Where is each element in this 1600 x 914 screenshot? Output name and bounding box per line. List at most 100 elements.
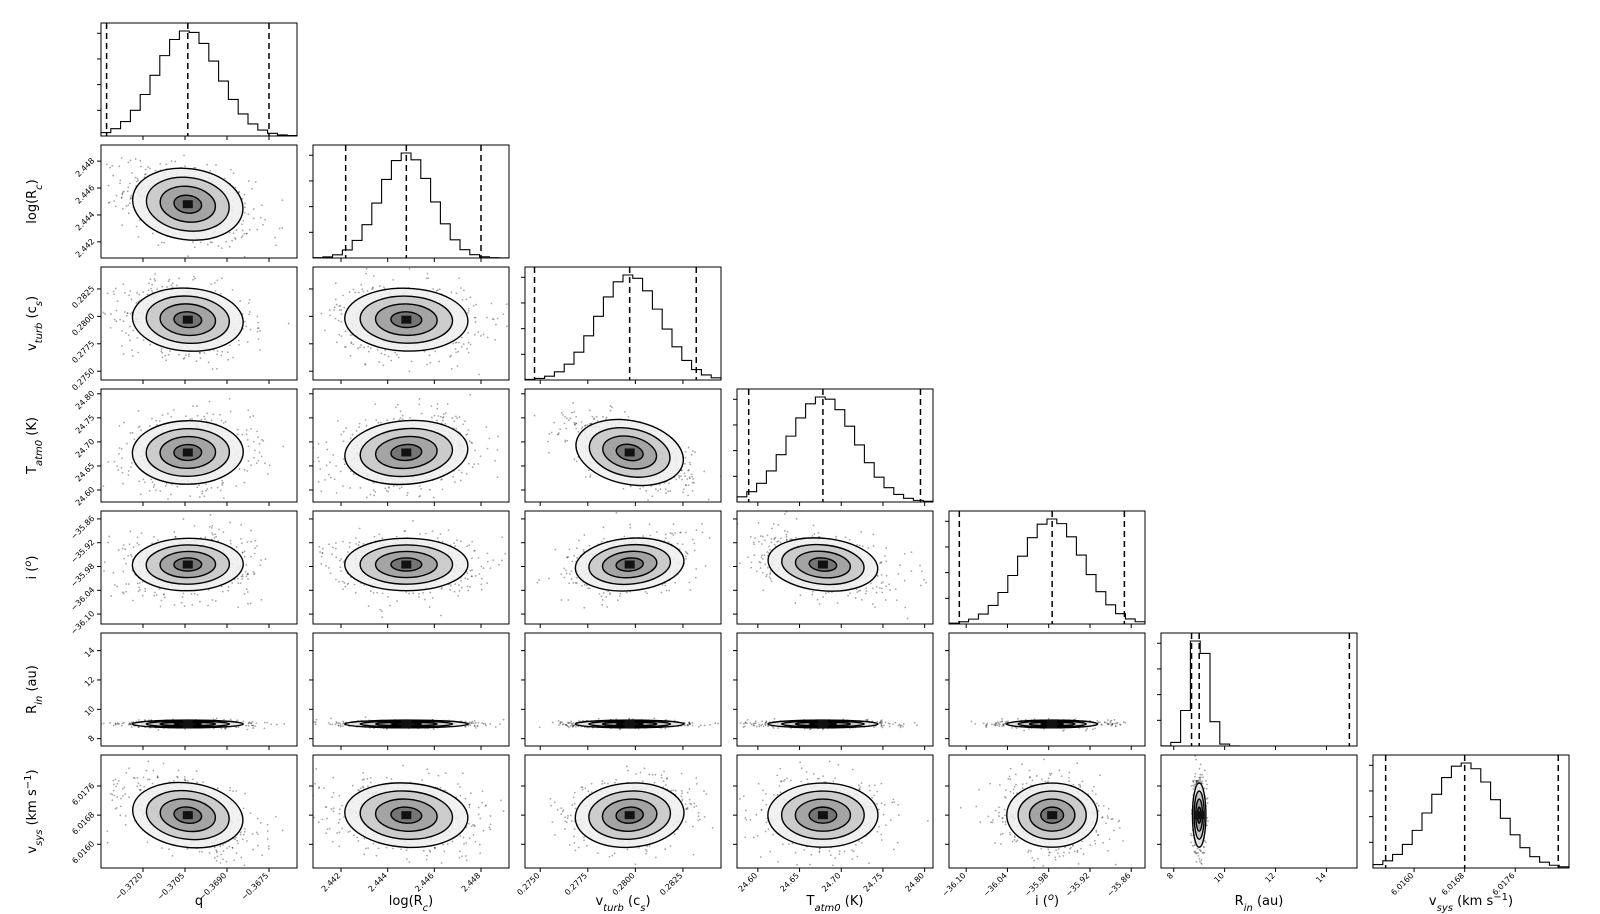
sample-point	[467, 429, 470, 432]
sample-point	[250, 540, 252, 543]
sample-point	[575, 427, 578, 430]
sample-point	[118, 447, 121, 449]
sample-point	[150, 478, 153, 481]
sample-point	[189, 495, 192, 498]
panel-frame	[100, 266, 298, 381]
sample-point	[257, 436, 260, 438]
sample-point	[466, 347, 468, 350]
sample-point	[378, 285, 381, 287]
sample-point	[158, 420, 161, 423]
sample-point	[120, 466, 123, 469]
sample-point	[114, 287, 117, 290]
sample-point	[664, 488, 667, 491]
sample-point	[211, 241, 213, 244]
sample-point	[688, 476, 691, 479]
scatter-panel-vturb-vs-logRc	[302, 266, 510, 384]
sample-point	[343, 306, 346, 309]
sample-point	[629, 485, 632, 488]
sample-point	[240, 236, 243, 239]
sample-point	[212, 349, 215, 351]
sample-point	[147, 166, 149, 169]
sample-point	[264, 558, 267, 560]
sample-point	[209, 514, 212, 516]
sample-point	[207, 361, 210, 364]
sample-point	[654, 488, 657, 491]
sample-point	[565, 427, 567, 430]
sample-point	[258, 349, 261, 351]
histogram-steps	[100, 30, 298, 137]
sample-point	[221, 482, 224, 485]
sample-point	[170, 493, 172, 496]
sample-point	[317, 442, 320, 445]
sample-point	[359, 487, 362, 489]
sample-point	[340, 313, 343, 315]
sample-point	[374, 403, 377, 406]
sample-point	[121, 191, 124, 194]
sample-point	[256, 430, 258, 433]
sample-point	[120, 157, 123, 159]
sample-point	[691, 489, 694, 492]
sample-point	[150, 287, 152, 290]
sample-point	[444, 412, 447, 415]
sample-point	[373, 494, 376, 497]
sample-point	[215, 535, 217, 538]
sample-point	[335, 492, 338, 494]
sample-point	[137, 409, 140, 412]
sample-point	[216, 279, 219, 282]
sample-point	[302, 346, 304, 348]
sample-point	[137, 179, 140, 182]
sample-point	[124, 548, 127, 550]
sample-point	[149, 343, 152, 346]
sample-point	[220, 354, 223, 357]
sample-point	[343, 463, 346, 466]
sample-point	[187, 355, 190, 358]
sample-point	[240, 524, 243, 526]
sample-point	[138, 293, 141, 296]
sample-point	[605, 416, 608, 419]
sample-point	[208, 525, 211, 528]
sample-point	[418, 485, 421, 488]
sample-point	[109, 166, 111, 169]
sample-point	[206, 488, 209, 490]
sample-point	[428, 354, 431, 357]
sample-point	[144, 590, 147, 592]
sample-point	[115, 320, 118, 323]
sample-point	[129, 198, 132, 200]
sample-point	[138, 589, 141, 591]
hist-panel-vturb	[521, 266, 722, 384]
sample-point	[221, 479, 224, 482]
sample-point	[138, 543, 140, 546]
sample-point	[400, 486, 403, 489]
sample-point	[227, 589, 230, 592]
sample-point	[559, 428, 561, 431]
sample-point	[253, 456, 255, 459]
sample-point	[459, 287, 462, 289]
sample-point	[454, 341, 457, 344]
sample-point	[127, 554, 130, 557]
sample-point	[287, 322, 290, 325]
sample-point	[152, 486, 155, 488]
sample-point	[464, 420, 466, 423]
sample-point	[110, 313, 112, 315]
sample-point	[595, 415, 598, 418]
sample-point	[206, 163, 208, 166]
sample-point	[130, 298, 133, 301]
sample-point	[262, 223, 264, 226]
sample-point	[246, 232, 248, 235]
sample-point	[120, 196, 123, 199]
sample-point	[110, 595, 113, 597]
sample-point	[245, 433, 248, 436]
sample-point	[668, 482, 670, 485]
sample-point	[469, 343, 472, 346]
sample-point	[236, 577, 239, 580]
sample-point	[642, 485, 645, 488]
sample-point	[338, 333, 341, 336]
sample-point	[325, 464, 328, 467]
sample-point	[593, 417, 596, 420]
sample-point	[257, 321, 259, 324]
sample-point	[102, 485, 105, 488]
sample-point	[588, 409, 591, 412]
sample-point	[360, 344, 362, 346]
sample-point	[113, 460, 116, 463]
sample-point	[342, 440, 345, 443]
